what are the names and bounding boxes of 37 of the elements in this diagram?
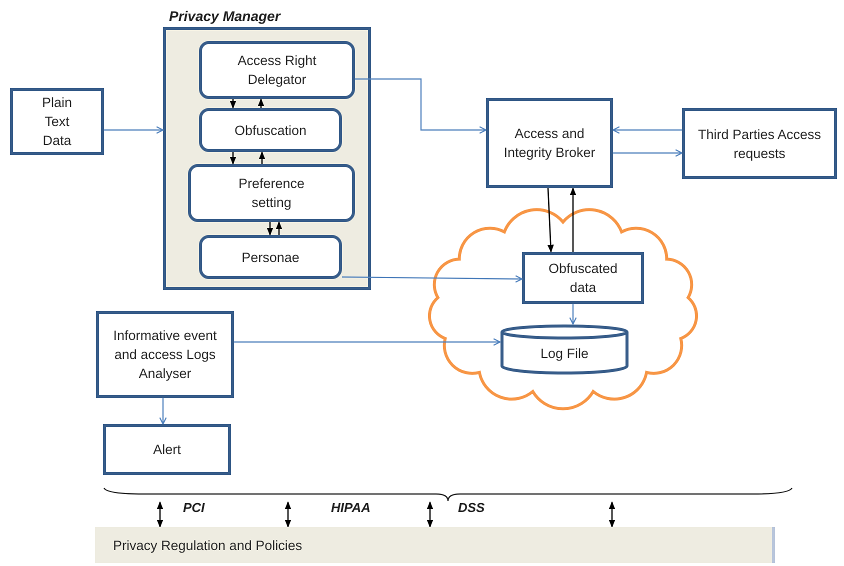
double-arrow xyxy=(156,501,164,528)
arrow xyxy=(258,151,266,164)
arrow xyxy=(569,304,577,325)
arrow xyxy=(104,126,164,134)
arrow xyxy=(230,152,236,165)
arrow xyxy=(570,187,576,252)
process-box: Access and Integrity Broker xyxy=(486,98,613,188)
arrow xyxy=(613,149,683,157)
arrow xyxy=(276,221,282,235)
standard-label: DSS xyxy=(458,500,485,515)
double-arrow xyxy=(284,501,292,528)
arrow xyxy=(547,188,554,253)
arrow xyxy=(234,338,501,346)
process-box: Preference setting xyxy=(188,164,355,222)
arrow xyxy=(159,398,167,425)
process-box: Access Right Delegator xyxy=(199,41,355,99)
node-label: Log File xyxy=(539,344,590,362)
policy-band xyxy=(95,527,775,563)
process-box: Obfuscation xyxy=(199,108,342,152)
arrow xyxy=(355,78,487,134)
standard-label: PCI xyxy=(183,500,205,515)
arrow xyxy=(612,126,682,134)
process-box: Plain Text Data xyxy=(10,88,104,155)
band-label: Privacy Regulation and Policies xyxy=(113,538,302,552)
arrow xyxy=(266,222,274,236)
standard-label: HIPAA xyxy=(331,500,370,515)
process-box: Third Parties Access requests xyxy=(682,108,837,179)
group-heading: Privacy Manager xyxy=(169,8,280,24)
arrow xyxy=(230,99,236,109)
double-arrow xyxy=(608,501,616,528)
double-arrow xyxy=(426,501,434,528)
process-box: Obfuscated data xyxy=(522,252,644,304)
arrow xyxy=(258,98,264,108)
process-box: Alert xyxy=(103,424,231,475)
process-box: Informative event and access Logs Analyser xyxy=(96,311,234,398)
process-box: Personae xyxy=(199,235,342,279)
arrow xyxy=(342,275,523,283)
